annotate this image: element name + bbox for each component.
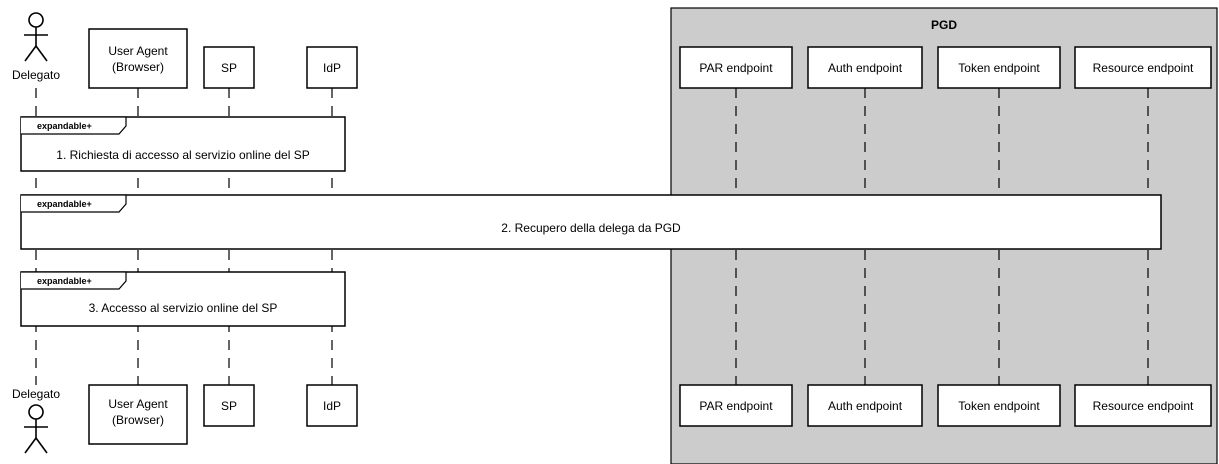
participant-auth-endpoint-bottom: Auth endpoint (807, 384, 923, 427)
participant-label: Auth endpoint (828, 61, 903, 75)
participant-sp-bottom: SP (203, 384, 255, 427)
pgd-group-title: PGD (931, 18, 957, 32)
participant-label: Resource endpoint (1093, 61, 1194, 75)
participant-token-endpoint-top: Token endpoint (937, 46, 1061, 89)
fragment-label: 2. Recupero della delega da PGD (501, 221, 681, 235)
participant-resource-endpoint-bottom: Resource endpoint (1074, 384, 1212, 427)
participant-label: SP (221, 399, 237, 413)
participant-label: PAR endpoint (699, 61, 773, 75)
participant-idp-top: IdP (306, 46, 358, 89)
participant-label: (Browser) (112, 413, 164, 427)
participant-token-endpoint-bottom: Token endpoint (937, 384, 1061, 427)
participant-label: PAR endpoint (699, 399, 773, 413)
actor-delegato-bottom: Delegato (12, 387, 60, 454)
participant-par-endpoint-top: PAR endpoint (679, 46, 793, 89)
participant-label: User Agent (108, 397, 168, 411)
participant-sp-top: SP (203, 46, 255, 89)
participant-label: SP (221, 61, 237, 75)
participant-label: IdP (323, 61, 341, 75)
participant-user-agent-top: User Agent (Browser) (88, 28, 188, 89)
participant-label: Token endpoint (958, 399, 1040, 413)
fragment-tag[interactable]: expandable+ (37, 199, 92, 209)
fragment-label: 3. Accesso al servizio online del SP (89, 301, 278, 315)
actor-label: Delegato (12, 387, 60, 401)
participant-user-agent-bottom: User Agent (Browser) (88, 384, 188, 445)
participant-par-endpoint-bottom: PAR endpoint (679, 384, 793, 427)
participant-label: Resource endpoint (1093, 399, 1194, 413)
fragment-tag[interactable]: expandable+ (37, 276, 92, 286)
participant-resource-endpoint-top: Resource endpoint (1074, 46, 1212, 89)
actor-delegato-top: Delegato (12, 12, 60, 82)
participant-label: Auth endpoint (828, 399, 903, 413)
participant-auth-endpoint-top: Auth endpoint (807, 46, 923, 89)
participant-label: User Agent (108, 44, 168, 58)
participant-label: Token endpoint (958, 61, 1040, 75)
fragment-3[interactable]: expandable+ 3. Accesso al servizio onlin… (20, 271, 346, 327)
fragment-2[interactable]: expandable+ 2. Recupero della delega da … (20, 194, 1162, 250)
fragment-tag[interactable]: expandable+ (37, 121, 92, 131)
participant-label: (Browser) (112, 60, 164, 74)
participant-label: IdP (323, 399, 341, 413)
fragment-1[interactable]: expandable+ 1. Richiesta di accesso al s… (20, 116, 346, 172)
participant-idp-bottom: IdP (306, 384, 358, 427)
stick-figure-icon (24, 404, 48, 454)
stick-figure-icon (24, 12, 48, 62)
actor-label: Delegato (12, 68, 60, 82)
fragment-label: 1. Richiesta di accesso al servizio onli… (56, 148, 309, 162)
